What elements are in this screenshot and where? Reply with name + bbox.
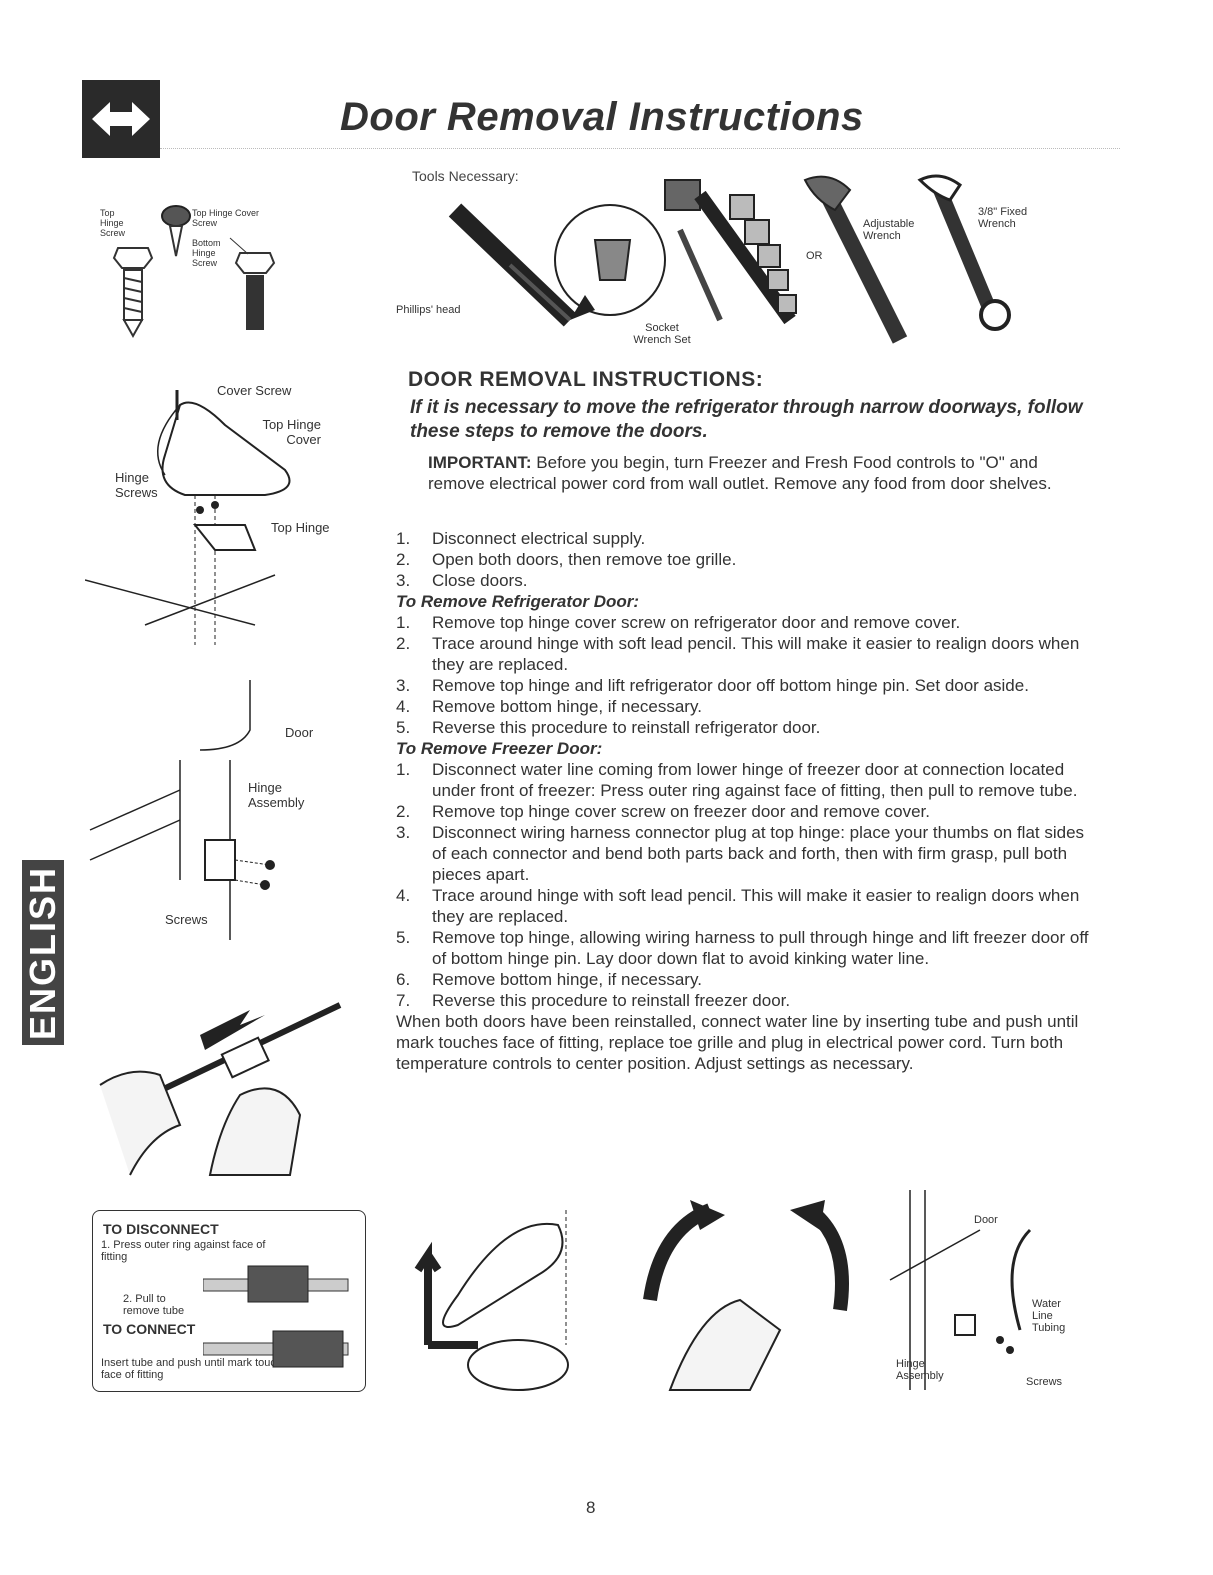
instructions-heading: DOOR REMOVAL INSTRUCTIONS:: [408, 368, 764, 391]
bottom-figure-wiring: [630, 1190, 860, 1400]
important-label: IMPORTANT:: [428, 453, 532, 472]
socket-label: Socket Wrench Set: [633, 322, 691, 346]
important-text: Before you begin, turn Freezer and Fresh…: [428, 453, 1052, 493]
bottom-door-label: Door: [974, 1214, 998, 1226]
water-line-tubing-label: Water Line Tubing: [1032, 1298, 1066, 1334]
tools-figure: Phillips' head Socket Wrench Set Adjusta…: [396, 170, 1050, 346]
step-item: 7. Reverse this procedure to reinstall fr…: [396, 990, 1096, 1011]
step-text: Remove top hinge and lift refrigerator d…: [432, 676, 1029, 695]
connect-instruction: Insert tube and push until mark touches …: [101, 1357, 294, 1381]
instructions-intro: If it is necessary to move the refrigera…: [410, 397, 1083, 442]
step-text: Remove bottom hinge, if necessary.: [432, 970, 702, 989]
step-number: 5.: [396, 718, 411, 737]
step-number: 6.: [396, 970, 411, 989]
step-text: Disconnect wiring harness connector plug…: [432, 823, 1085, 884]
important-note: IMPORTANT: Before you begin, turn Freeze…: [428, 452, 1088, 494]
step-item: 5. Remove top hinge, allowing wiring harn…: [396, 927, 1096, 969]
bottom-figure-water-line: Door Water Line Tubing Hinge Assembly Sc…: [870, 1190, 1100, 1400]
step-text: Reverse this procedure to reinstall refr…: [432, 718, 821, 737]
screw-figure: Top Hinge Screw Top Hinge Cover Screw Bo…: [100, 178, 290, 343]
bottom-hinge-screw-label: Bottom Hinge Screw: [192, 238, 221, 268]
hinge-screws-label: Hinge Screws: [115, 470, 158, 500]
top-hinge-cover-label: Top Hinge Cover: [262, 417, 321, 447]
step-item: 3. Disconnect wiring harness connector pl…: [396, 822, 1096, 885]
step-item: 2. Open both doors, then remove toe grill…: [396, 549, 1096, 570]
top-hinge-figure: Cover Screw Top Hinge Cover Hinge Screws…: [84, 375, 375, 655]
or-label: OR: [806, 250, 823, 262]
general-steps: 1. Disconnect electrical supply. 2. Open bo…: [396, 528, 1096, 591]
step-text: Trace around hinge with soft lead pencil…: [432, 886, 1080, 926]
disconnect-step-2: 2. Pull to remove tube: [123, 1293, 185, 1317]
two-way-arrow-logo: [82, 80, 160, 158]
step-number: 3.: [396, 571, 411, 590]
step-item: 5. Reverse this procedure to reinstall re…: [396, 717, 1096, 738]
fridge-steps: 1. Remove top hinge cover screw on refrig…: [396, 612, 1096, 738]
step-number: 3.: [396, 823, 411, 842]
freezer-steps: 1. Disconnect water line coming from lowe…: [396, 759, 1096, 1011]
adjustable-label: Adjustable Wrench: [863, 218, 915, 242]
bottom-hinge-assembly-label: Hinge Assembly: [896, 1358, 944, 1382]
step-number: 2.: [396, 634, 411, 653]
disconnect-connect-box: TO DISCONNECT 1. Press outer ring agains…: [92, 1210, 366, 1392]
language-tab: ENGLISH: [22, 860, 64, 1045]
disconnect-hands-figure: [90, 985, 365, 1180]
step-text: Close doors.: [432, 571, 528, 590]
step-number: 5.: [396, 928, 411, 947]
top-hinge-screw-label: Top Hinge Screw: [100, 208, 126, 238]
to-connect-heading: TO CONNECT: [103, 1321, 196, 1337]
freezer-heading: To Remove Freezer Door:: [396, 739, 603, 758]
step-item: 3. Close doors.: [396, 570, 1096, 591]
hinge-assembly-label: Hinge Assembly: [248, 780, 305, 810]
screws-label: Screws: [165, 912, 208, 927]
closing-paragraph: When both doors have been reinstalled, c…: [396, 1012, 1079, 1073]
step-text: Remove top hinge, allowing wiring harnes…: [432, 928, 1089, 968]
step-text: Remove top hinge cover screw on refriger…: [432, 613, 961, 632]
step-number: 7.: [396, 991, 411, 1010]
fridge-heading: To Remove Refrigerator Door:: [396, 592, 640, 611]
bottom-screws-label: Screws: [1026, 1376, 1063, 1388]
step-number: 4.: [396, 886, 411, 905]
step-text: Reverse this procedure to reinstall free…: [432, 991, 791, 1010]
door-label: Door: [285, 725, 314, 740]
top-hinge-cover-screw-label: Top Hinge Cover Screw: [192, 208, 260, 228]
header-rule: [160, 148, 1120, 149]
step-item: 2. Remove top hinge cover screw on freeze…: [396, 801, 1096, 822]
step-text: Disconnect electrical supply.: [432, 529, 646, 548]
language-tab-label: ENGLISH: [22, 865, 63, 1040]
step-number: 2.: [396, 550, 411, 569]
step-item: 1. Disconnect water line coming from lowe…: [396, 759, 1096, 801]
step-number: 1.: [396, 760, 411, 779]
door-hinge-figure: Door Hinge Assembly Screws: [80, 680, 370, 940]
step-number: 3.: [396, 676, 411, 695]
tools-heading: Tools Necessary:: [412, 168, 519, 184]
step-item: 4. Trace around hinge with soft lead penc…: [396, 885, 1096, 927]
step-number: 1.: [396, 613, 411, 632]
fixed-label: 3/8" Fixed Wrench: [978, 206, 1028, 230]
to-disconnect-heading: TO DISCONNECT: [103, 1221, 219, 1237]
step-text: Trace around hinge with soft lead pencil…: [432, 634, 1080, 674]
step-text: Remove bottom hinge, if necessary.: [432, 697, 702, 716]
step-item: 1. Disconnect electrical supply.: [396, 528, 1096, 549]
step-item: 3. Remove top hinge and lift refrigerator…: [396, 675, 1096, 696]
cover-screw-label: Cover Screw: [217, 383, 292, 398]
step-number: 2.: [396, 802, 411, 821]
step-text: Open both doors, then remove toe grille.: [432, 550, 737, 569]
step-item: 1. Remove top hinge cover screw on refrig…: [396, 612, 1096, 633]
top-hinge-label: Top Hinge: [271, 520, 330, 535]
disconnect-step-1: 1. Press outer ring against face of fitt…: [101, 1239, 266, 1263]
step-text: Disconnect water line coming from lower …: [432, 760, 1078, 800]
phillips-label: Phillips' head: [396, 304, 461, 316]
instruction-steps: 1. Disconnect electrical supply. 2. Open bo…: [396, 528, 1096, 1074]
page-number: 8: [586, 1498, 596, 1517]
step-text: Remove top hinge cover screw on freezer …: [432, 802, 930, 821]
bottom-figure-top-hinge: [398, 1195, 603, 1405]
step-item: 2. Trace around hinge with soft lead penc…: [396, 633, 1096, 675]
step-number: 1.: [396, 529, 411, 548]
step-item: 4. Remove bottom hinge, if necessary.: [396, 696, 1096, 717]
step-item: 6. Remove bottom hinge, if necessary.: [396, 969, 1096, 990]
step-number: 4.: [396, 697, 411, 716]
page-title: Door Removal Instructions: [340, 95, 864, 139]
